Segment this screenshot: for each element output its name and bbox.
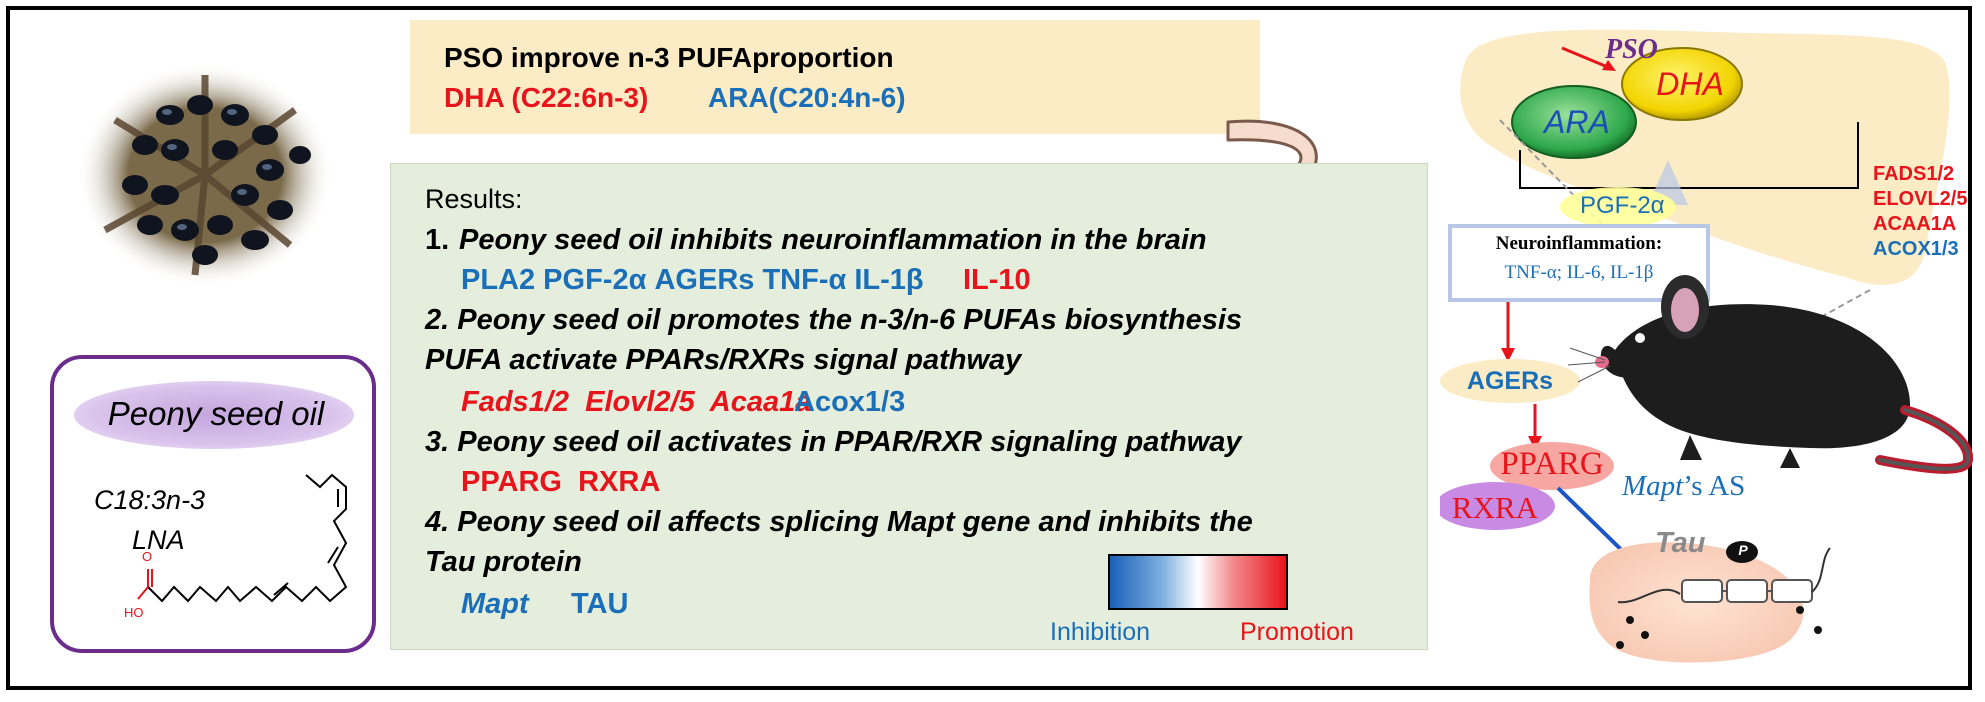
gene-elovl: ELOVL2/5 [1873, 188, 1968, 210]
gene-acaa1a: ACAA1A [1873, 213, 1957, 235]
mapt-as-gene: Mapt [1622, 470, 1684, 502]
result-4-text-b: Tau protein [425, 546, 582, 578]
mouse-icon [1567, 275, 1973, 474]
result-2-inhibited: Acox1/3 [794, 386, 906, 418]
neuroinflammation-list: TNF-α; IL-6, IL-1β [1504, 262, 1654, 283]
mapt-as-label: Mapt’s AS [1622, 470, 1745, 503]
result-3-text: 3. Peony seed oil activates in PPAR/RXR … [425, 426, 1242, 458]
peony-seed-oil-box: Peony seed oil C18:3n-3 LNA O HO [50, 355, 376, 653]
result-4-tau: TAU [571, 588, 629, 620]
result-3-promoted: PPARG RXRA [461, 466, 661, 498]
ara-ellipse-label: ARA [1544, 104, 1610, 140]
result-2-text-b: PUFA activate PPARs/RXRs signal pathway [425, 344, 1022, 376]
result-4-text: 4. Peony seed oil affects splicing Mapt … [425, 506, 1253, 538]
result-4-mapt: Mapt [461, 588, 529, 620]
lna-abbreviation: LNA [132, 525, 185, 555]
neuroinflammation-title: Neuroinflammation: [1495, 233, 1663, 254]
peony-seed-photo [77, 63, 333, 287]
ara-label: ARA(C20:4n-6) [708, 82, 906, 113]
result-1-promoted: IL-10 [963, 264, 1031, 296]
summary-title: PSO improve n-3 PUFAproportion [444, 42, 894, 73]
pgf-label: PGF-2α [1580, 192, 1665, 219]
phospho-label: P [1738, 542, 1748, 558]
pso-label: PSO [1605, 34, 1658, 65]
oil-name-ellipse [74, 381, 354, 449]
mapt-as-suffix: ’s AS [1683, 470, 1746, 502]
legend-inhibition: Inhibition [1050, 618, 1151, 646]
result-1-inhibited: PLA2 PGF-2α AGERs TNF-α IL-1β [461, 264, 924, 296]
agers-label: AGERs [1466, 367, 1554, 395]
result-1-text: Peony seed oil inhibits neuroinflammatio… [459, 224, 1207, 256]
oil-name: Peony seed oil [107, 395, 325, 432]
gene-acox: ACOX1/3 [1873, 238, 1959, 260]
color-legend-bar [1108, 554, 1288, 610]
legend-promotion: Promotion [1240, 618, 1354, 646]
mechanism-diagram [1440, 46, 1973, 663]
hydroxyl-label: HO [124, 605, 144, 620]
lna-structure [137, 473, 348, 603]
result-1-number: 1. [425, 224, 450, 256]
tau-label: Tau [1655, 527, 1706, 559]
liver-gene-list: FADS1/2 ELOVL2/5 ACAA1A ACOX1/3 [1873, 162, 1967, 262]
gene-fads: FADS1/2 [1873, 163, 1955, 185]
dha-ellipse-label: DHA [1656, 66, 1724, 102]
result-2-text: 2. Peony seed oil promotes the n-3/n-6 P… [425, 304, 1243, 336]
rxra-label: RXRA [1451, 490, 1539, 525]
pso-summary-box: PSO improve n-3 PUFAproportion DHA (C22:… [410, 20, 1260, 134]
results-heading: Results: [425, 184, 523, 214]
carbonyl-oxygen-label: O [142, 549, 153, 564]
result-2-promoted: Fads1/2 Elovl2/5 Acaa1a [461, 386, 812, 418]
lna-formula: C18:3n-3 [94, 485, 206, 515]
pparg-label: PPARG [1500, 446, 1604, 482]
dha-label: DHA (C22:6n-3) [444, 82, 649, 113]
